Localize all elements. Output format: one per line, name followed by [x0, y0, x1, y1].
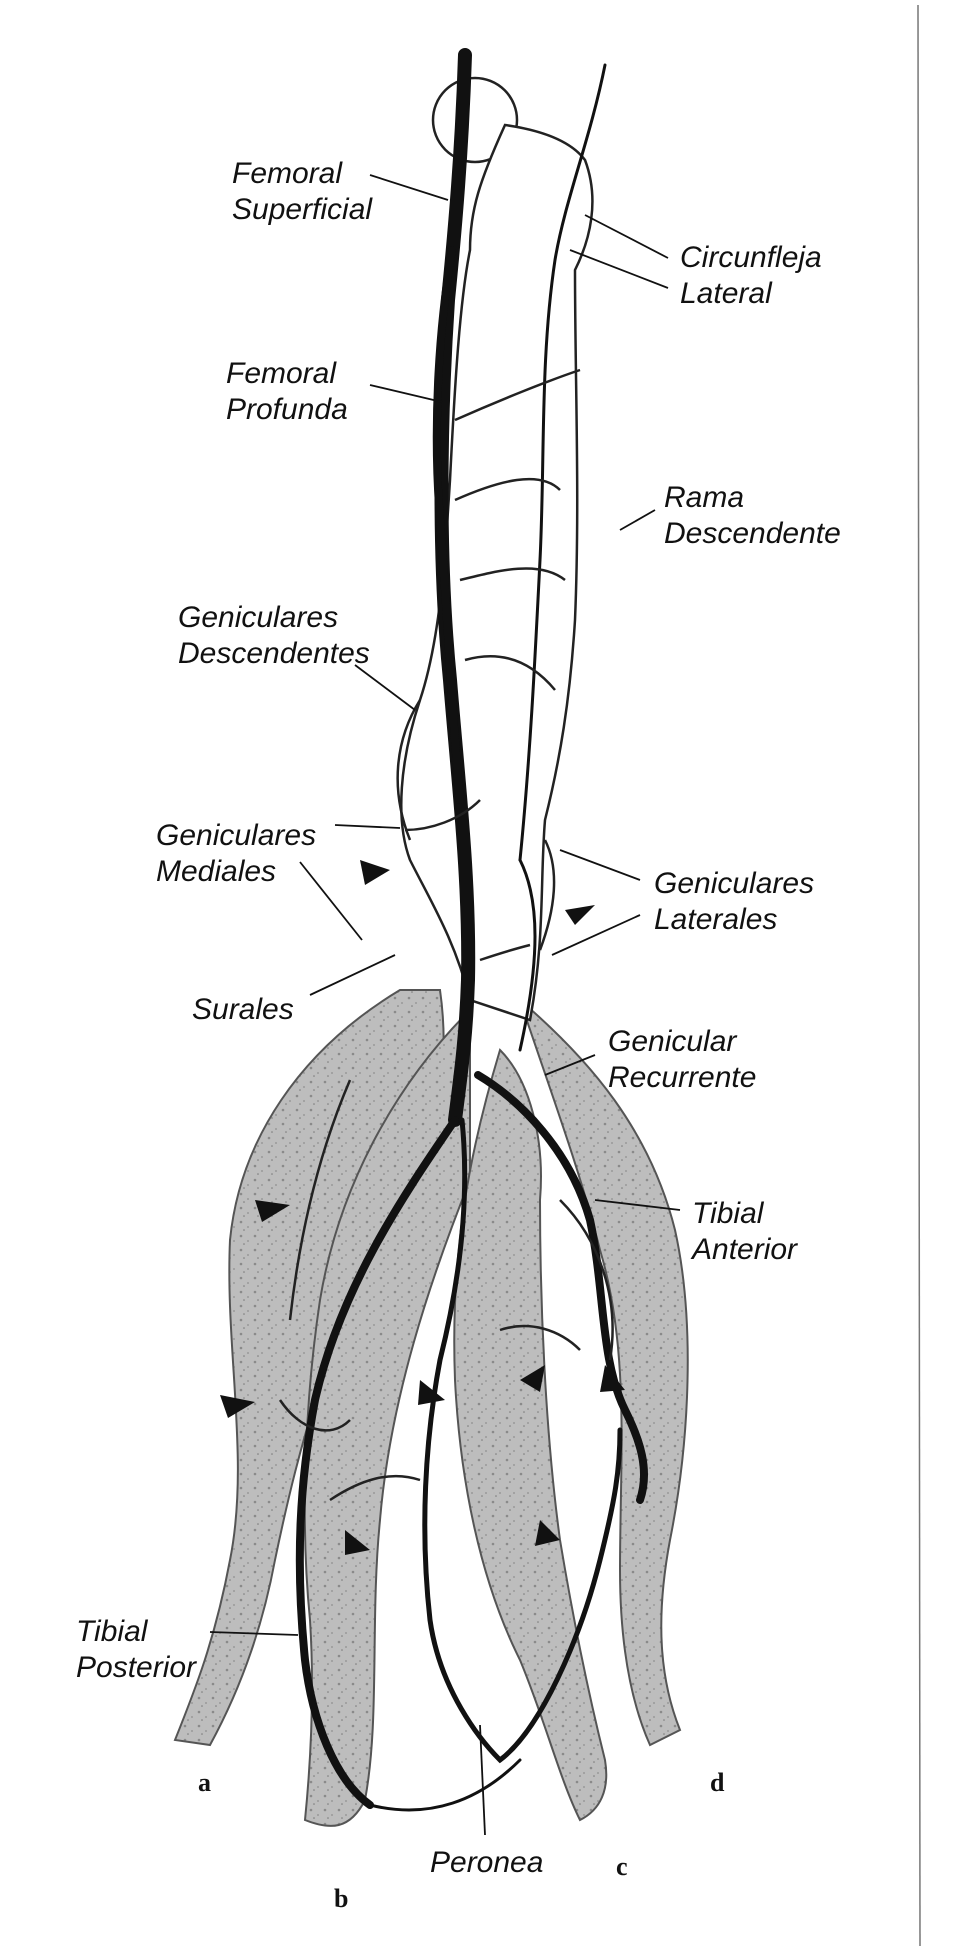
label-line: Superficial [232, 192, 372, 228]
label-line: Descendentes [178, 636, 370, 672]
label-line: Femoral [232, 156, 372, 192]
label-line: Mediales [156, 854, 316, 890]
label-peronea: Peronea [430, 1845, 543, 1881]
leader-surales [310, 955, 395, 995]
label-line: Geniculares [654, 866, 814, 902]
label-tibial-anterior: Tibial Anterior [692, 1196, 797, 1268]
label-circunfleja-lateral: Circunfleja Lateral [680, 240, 822, 312]
leader-femoral-superficial [370, 175, 448, 200]
label-tibial-posterior: Tibial Posterior [76, 1614, 196, 1686]
label-geniculares-laterales: Geniculares Laterales [654, 866, 814, 938]
panel-letter-b: b [334, 1884, 348, 1914]
label-line: Geniculares [156, 818, 316, 854]
leader-circunfleja-2 [570, 250, 668, 288]
label-line: Laterales [654, 902, 814, 938]
label-line: Recurrente [608, 1060, 756, 1096]
label-femoral-profunda: Femoral Profunda [226, 356, 348, 428]
label-line: Descendente [664, 516, 841, 552]
panel-letter-a: a [198, 1768, 211, 1798]
lower-loop-vessel [370, 1760, 520, 1810]
page-border [918, 5, 920, 1946]
arrow-icon [360, 860, 390, 885]
label-line: Peronea [430, 1845, 543, 1881]
leader-geniculares-laterales-2 [552, 915, 640, 955]
label-line: Tibial [692, 1196, 797, 1232]
label-line: Surales [192, 992, 294, 1028]
label-line: Tibial [76, 1614, 196, 1650]
label-line: Circunfleja [680, 240, 822, 276]
label-line: Anterior [692, 1232, 797, 1268]
leader-circunfleja [585, 215, 668, 258]
leader-rama-descendente [620, 510, 655, 530]
label-line: Lateral [680, 276, 822, 312]
arrow-icon [418, 1380, 445, 1405]
label-line: Femoral [226, 356, 348, 392]
label-genicular-recurrente: Genicular Recurrente [608, 1024, 756, 1096]
label-rama-descendente: Rama Descendente [664, 480, 841, 552]
leader-geniculares-mediales [335, 825, 400, 828]
panel-letter-d: d [710, 1768, 724, 1798]
label-geniculares-descendentes: Geniculares Descendentes [178, 600, 370, 672]
panel-letter-c: c [616, 1852, 628, 1882]
label-line: Posterior [76, 1650, 196, 1686]
leader-femoral-profunda [370, 385, 442, 402]
label-femoral-superficial: Femoral Superficial [232, 156, 372, 228]
label-line: Genicular [608, 1024, 756, 1060]
label-line: Rama [664, 480, 841, 516]
label-geniculares-mediales: Geniculares Mediales [156, 818, 316, 890]
label-line: Profunda [226, 392, 348, 428]
label-line: Geniculares [178, 600, 370, 636]
label-surales: Surales [192, 992, 294, 1028]
arrow-icon [565, 905, 595, 925]
leader-geniculares-laterales [560, 850, 640, 880]
